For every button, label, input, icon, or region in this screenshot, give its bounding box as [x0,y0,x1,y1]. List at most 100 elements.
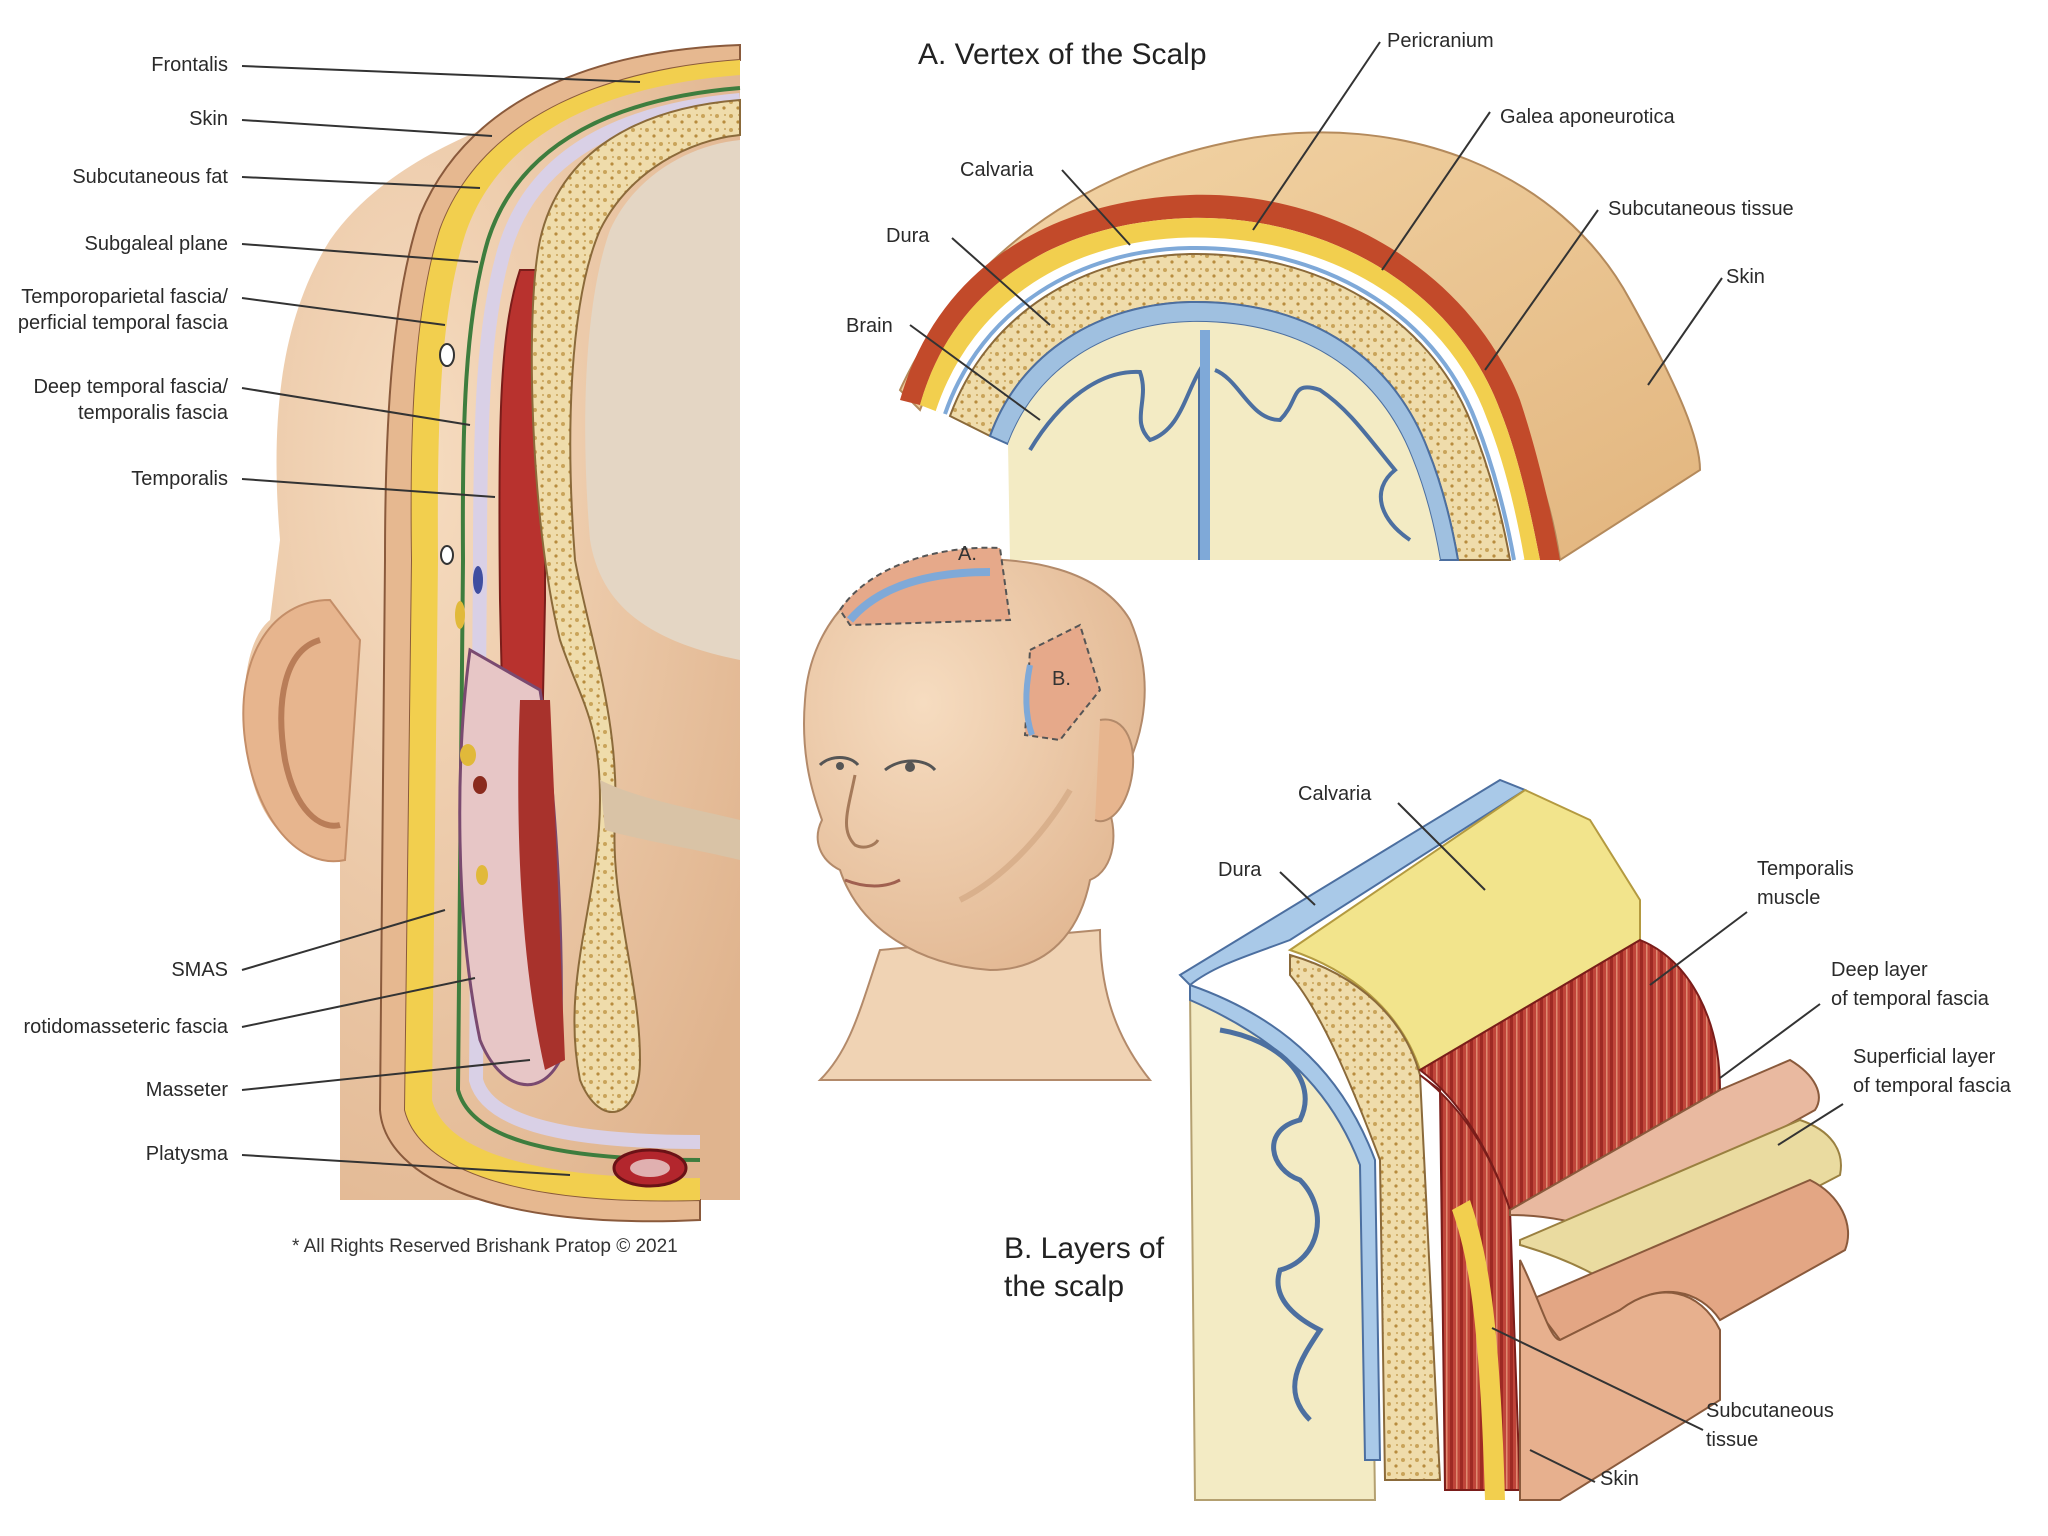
label-deep-temporal-line2: temporalis fascia [77,402,228,424]
pupil-left [905,762,915,772]
leader-deep-temporal [241,387,471,426]
copyright-notice: * All Rights Reserved Brishank Pratop © … [292,1236,678,1257]
layer-skin [378,43,741,1223]
label-smas: SMAS [171,959,228,981]
head-ear [1094,718,1135,823]
vessel-2 [440,545,454,565]
leader-skin-vertex [1647,277,1723,386]
head-neck [817,928,1153,1081]
leader-dura-b [1279,871,1316,906]
block-calvaria-side [1289,953,1442,1481]
dome-pericranium-layer [943,245,1516,561]
label-galea-aponeurotica: Galea aponeurotica [1500,106,1675,128]
vessel-6 [473,776,487,794]
head-with-windows [803,546,1153,1081]
dome-galea-layer [935,237,1525,561]
label-skin-b: Skin [1600,1468,1639,1490]
layer-skull [530,98,741,1113]
vessel-5 [460,744,476,766]
window-a-dura [846,568,991,623]
leader-superficial-layer [1777,1103,1844,1146]
block-skin-front [1519,1259,1721,1501]
vertex-leader-lines [909,41,1723,421]
label-platysma: Platysma [145,1143,228,1165]
eye-right [818,756,860,767]
cranial-cavity [585,140,740,660]
label-subcutaneous-line1: Subcutaneous [1706,1400,1834,1422]
panel-a-title: A. Vertex of the Scalp [918,38,1207,71]
leader-temporoparietal [241,297,446,326]
dome-brain [1008,321,1440,560]
label-skin-left: Skin [189,108,228,130]
leader-pericranium [1252,41,1381,231]
neck-vessel-inner [630,1159,670,1177]
block-subcut-strip [1452,1200,1505,1500]
label-temporalis-muscle-line1: Temporalis [1757,858,1854,880]
block-gyri [1219,1027,1324,1422]
leader-parotidomasseteric [241,977,476,1028]
pupil-right [836,762,844,770]
block-dura-top [1178,778,1528,987]
vessel-4 [455,601,465,629]
marker-b: B. [1052,668,1071,690]
leader-skin [241,119,493,137]
label-skin-a: Skin [1726,266,1765,288]
layers-leader-lines [1279,802,1844,1483]
leader-subgaleal [241,243,479,263]
label-temporoparietal-line2: perficial temporal fascia [17,312,228,334]
leader-brain [909,324,1041,421]
label-deep-layer-line2: of temporal fascia [1831,988,1989,1010]
marker-a: A. [958,543,977,565]
label-deep-layer-line1: Deep layer [1831,959,1928,981]
leader-subcutaneous-b [1491,1327,1704,1431]
label-superficial-layer-line1: Superficial layer [1853,1046,1996,1068]
label-pericranium: Pericranium [1387,30,1494,52]
ear-shape [242,598,362,863]
vertex-scalp-block [898,131,1702,562]
label-temporalis-muscle-line2: muscle [1757,887,1821,909]
label-dura-b: Dura [1218,859,1262,881]
label-subcutaneous-tissue-a: Subcutaneous tissue [1608,198,1794,220]
leader-subcutaneous-tissue [1484,209,1599,371]
vessel-3 [473,566,483,594]
label-temporoparietal-line1: Temporoparietal fascia/ [21,286,228,308]
jawline [958,788,1073,903]
vessel-7 [476,865,488,885]
label-dura-a: Dura [886,225,930,247]
left-leader-lines [241,65,641,1176]
leader-calvaria-b [1397,802,1486,891]
label-calvaria-a: Calvaria [960,159,1034,181]
layer-subgaleal [468,93,741,1149]
vessel-1 [439,343,455,367]
leader-skin-b [1529,1449,1596,1483]
layer-masseter-muscle [518,700,565,1070]
leader-galea [1381,111,1491,271]
leader-calvaria [1061,169,1131,246]
leader-temporalis [241,478,496,498]
ear-inner [278,637,341,829]
window-a [838,546,1012,627]
label-frontalis: Frontalis [151,54,228,76]
dome-brain-gyri [1028,362,1412,560]
layers-block [1178,778,1850,1501]
leader-masseter [241,1059,531,1091]
eye-left [884,759,937,772]
block-dura-side [1189,983,1382,1461]
label-calvaria-b: Calvaria [1298,783,1372,805]
window-b [1023,623,1102,742]
label-subcutaneous-fat: Subcutaneous fat [72,166,228,188]
leader-frontalis [241,65,641,83]
layer-galea [455,86,741,1162]
leader-deep-layer [1719,1003,1821,1079]
label-subcutaneous-line2: tissue [1706,1429,1759,1451]
label-masseter: Masseter [145,1079,228,1101]
label-subgaleal-plane: Subgaleal plane [84,233,228,255]
panel-b-title-line2: the scalp [1004,1270,1125,1303]
label-brain: Brain [846,315,893,337]
nose [845,774,880,849]
label-parotidomasseteric: rotidomasseteric fascia [23,1016,228,1038]
label-superficial-layer-line2: of temporal fascia [1853,1075,2011,1097]
window-b-dura [1023,664,1035,736]
